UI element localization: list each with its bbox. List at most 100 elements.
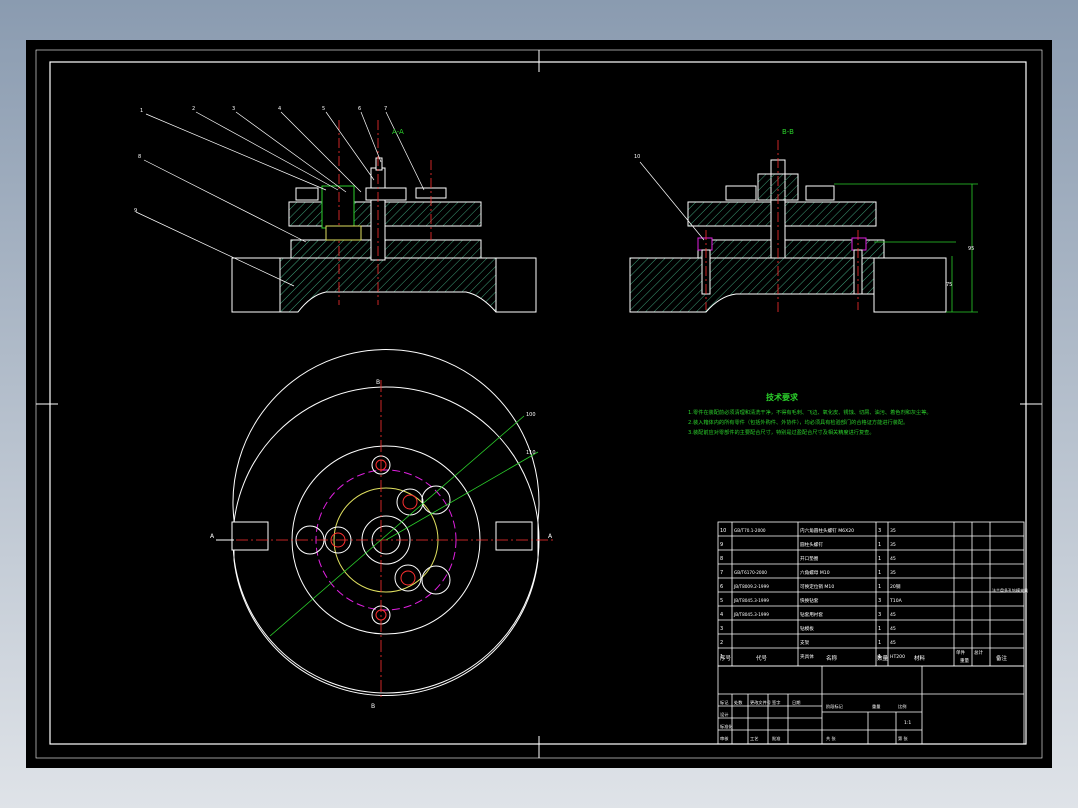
scale-value: 1:1 [904, 720, 911, 726]
bom-no: 8 [720, 556, 723, 562]
section-b-label: B-B [782, 128, 794, 136]
drawing-title: 法兰盘多孔钻模夹具 [992, 587, 1028, 593]
bom-no: 4 [720, 612, 723, 618]
bom-qty: 3 [878, 612, 881, 618]
bom-code: GB/T70.1-2000 [734, 528, 766, 533]
part-callout: 4 [278, 106, 281, 112]
bom-qty: 1 [878, 542, 881, 548]
part-callout: 7 [384, 106, 387, 112]
bom-header: 序号 [720, 654, 732, 662]
outer-frame [49, 61, 1027, 745]
title-block-label: 共 张 [826, 735, 837, 742]
part-callout: 10 [634, 154, 640, 160]
bom-table [717, 521, 1025, 745]
bom-code: JB/T8045.3-1999 [733, 598, 769, 603]
view-mark: A [548, 533, 553, 540]
bom-material: HT200 [890, 654, 905, 660]
part-callout: 9 [134, 208, 137, 214]
part-callout: 3 [232, 106, 235, 112]
bom-name: 可换定位销 M10 [800, 583, 834, 590]
bom-qty: 1 [878, 626, 881, 632]
dim-label: 100 [526, 412, 536, 418]
tech-req-line: 2.装入箱体内的所有零件（包括外购件、外协件），均必须具有检验部门的合格证方能进… [688, 418, 908, 426]
part-callout: 8 [138, 154, 141, 160]
bom-material: 35 [890, 570, 896, 576]
part-callout: 2 [192, 106, 195, 112]
dim-label: 110 [526, 450, 536, 456]
bom-name: 开口垫圈 [800, 555, 819, 562]
bom-name: 支架 [800, 639, 810, 646]
title-block-label: 标记 [720, 699, 729, 706]
bom-no: 6 [720, 584, 723, 590]
bom-qty: 1 [878, 556, 881, 562]
border-frame [35, 49, 1043, 759]
tech-req-line: 1.零件在装配前必须清理和清洗干净，不得有毛刺、飞边、氧化皮、锈蚀、切屑、油污、… [688, 408, 932, 416]
bom-qty: 1 [878, 654, 881, 660]
bom-no: 9 [720, 542, 723, 548]
bom-header: 名称 [826, 654, 838, 662]
bom-material: 20钢 [890, 583, 901, 590]
dim-label: 75 [946, 282, 952, 288]
title-block-label: 工艺 [750, 736, 758, 741]
bom-name: 六角螺母 M10 [800, 569, 830, 576]
section-a-label: A-A [392, 128, 404, 136]
tech-req-line: 3.装配前应对零部件的主要配合尺寸，特别是过盈配合尺寸及相关精度进行复查。 [688, 428, 875, 436]
bom-qty: 1 [878, 570, 881, 576]
bom-header: 材料 [914, 654, 926, 662]
title-block-label: 重量 [872, 703, 880, 710]
bom-code: GB/T6170-2000 [734, 570, 767, 575]
bom-qty: 1 [878, 584, 881, 590]
bom-code: JB/T8045.3-1999 [733, 612, 769, 617]
bom-no: 1 [720, 654, 723, 660]
bom-name: 钻套用衬套 [800, 611, 823, 618]
bom-material: 45 [890, 612, 896, 618]
title-block-label: 签字 [772, 699, 780, 705]
title-block-label: 处数 [734, 699, 743, 706]
bom-name: 圆柱头螺钉 [800, 541, 823, 548]
title-block-label: 批准 [772, 735, 780, 742]
bom-qty: 3 [878, 598, 881, 604]
bom-material: 45 [890, 626, 896, 632]
bom-header: 数量 [877, 654, 889, 662]
bom-material: T10A [889, 598, 903, 604]
bom-header: 备注 [996, 654, 1008, 662]
bom-no: 7 [720, 570, 723, 576]
bom-header: 代号 [756, 654, 768, 662]
bom-no: 2 [720, 640, 723, 646]
bom-material: 35 [890, 542, 896, 548]
bom-header: 单件 [956, 649, 965, 656]
bom-no: 10 [720, 528, 726, 534]
view-mark: B [376, 379, 380, 386]
bom-header: 重量 [960, 657, 969, 664]
tech-req-title: 技术要求 [766, 392, 799, 402]
part-callout: 6 [358, 106, 361, 112]
bom-name: 内六角圆柱头螺钉 M6X20 [800, 527, 854, 534]
title-block-label: 第 张 [898, 735, 909, 742]
part-callout: 5 [322, 106, 325, 112]
section-a-view [135, 111, 537, 313]
view-mark: A [210, 533, 215, 540]
section-b-view [629, 140, 978, 313]
title-block-label: 日期 [792, 700, 800, 706]
dim-label: 95 [968, 246, 974, 252]
title-block-label: 审核 [720, 735, 729, 742]
bom-material: 45 [890, 640, 896, 646]
bom-header: 总计 [974, 649, 983, 656]
bom-name: 快换钻套 [800, 597, 819, 604]
top-view [216, 349, 556, 700]
bom-material: 45 [890, 556, 896, 562]
bom-name: 夹具体 [800, 653, 814, 660]
cad-drawing: A-AB-B12345678910BBAA1001109575技术要求1.零件在… [35, 49, 1043, 759]
bom-no: 5 [720, 598, 723, 604]
title-block-label: 阶段标记 [826, 703, 844, 710]
bom-material: 35 [890, 528, 896, 534]
bom-qty: 1 [878, 640, 881, 646]
title-block-label: 比例 [898, 703, 906, 710]
title-block-label: 标准化 [720, 723, 733, 730]
view-mark: B [371, 703, 375, 710]
bom-code: JB/T8009.2-1999 [733, 584, 769, 589]
part-callout: 1 [140, 108, 143, 114]
title-block-label: 更改文件号 [750, 699, 771, 706]
title-block-label: 设计 [720, 711, 728, 718]
